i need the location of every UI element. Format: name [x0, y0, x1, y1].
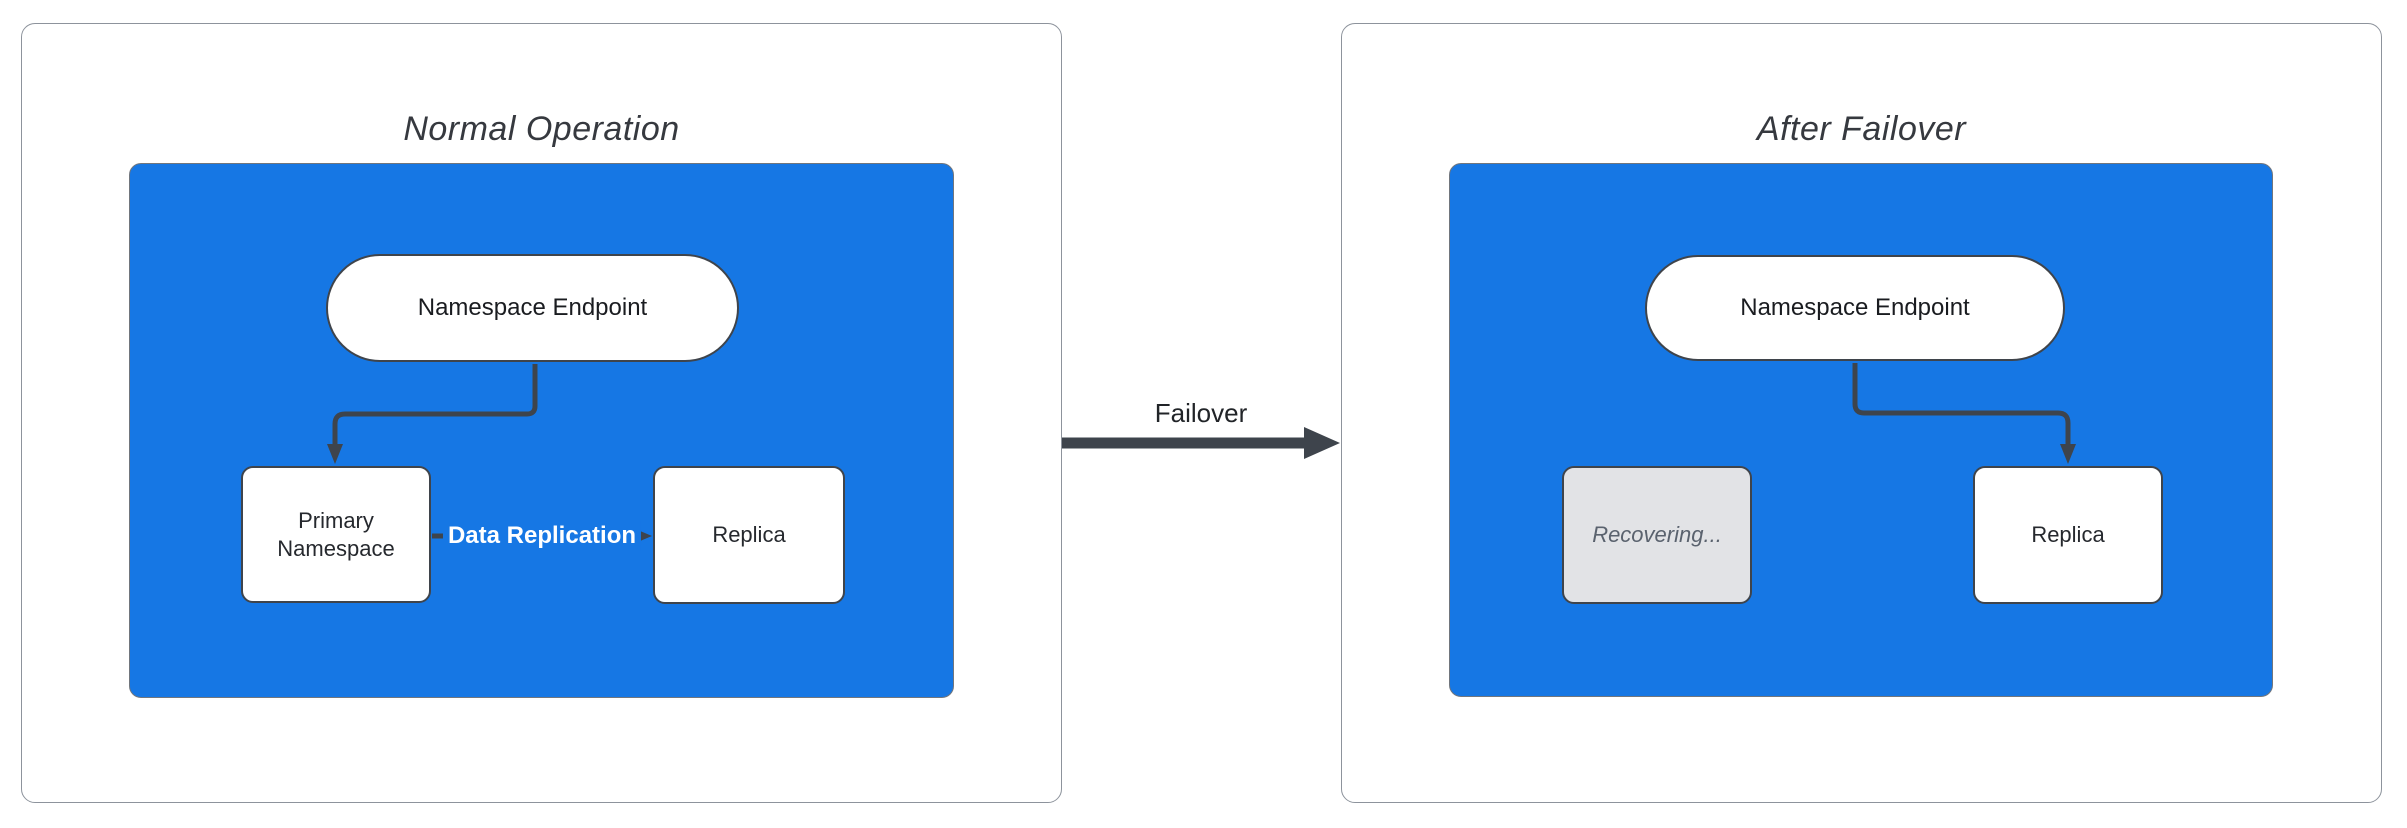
replica-label-after: Replica — [2031, 522, 2105, 547]
primary-namespace-node: Primary Namespace — [241, 466, 431, 603]
failover-arrowhead — [1304, 427, 1340, 459]
replica-node-normal: Replica — [653, 466, 845, 604]
recovering-label: Recovering... — [1592, 522, 1722, 547]
namespace-endpoint-node-after: Namespace Endpoint — [1645, 255, 2065, 361]
replica-label-normal: Replica — [712, 522, 786, 547]
panel-title-after-failover: After Failover — [1756, 110, 1967, 148]
namespace-endpoint-label-normal: Namespace Endpoint — [417, 294, 648, 321]
failover-arrow-label: Failover — [1154, 398, 1248, 428]
namespace-cluster-normal — [129, 163, 954, 698]
primary-namespace-label: Primary Namespace — [277, 507, 395, 561]
namespace-cluster-after — [1449, 163, 2273, 697]
panel-title-normal-operation: Normal Operation — [403, 110, 680, 148]
recovering-node: Recovering... — [1562, 466, 1752, 604]
namespace-endpoint-node-normal: Namespace Endpoint — [326, 254, 739, 362]
replica-node-after: Replica — [1973, 466, 2163, 604]
namespace-endpoint-label-after: Namespace Endpoint — [1740, 294, 1970, 321]
data-replication-label: Data Replication — [442, 521, 642, 551]
